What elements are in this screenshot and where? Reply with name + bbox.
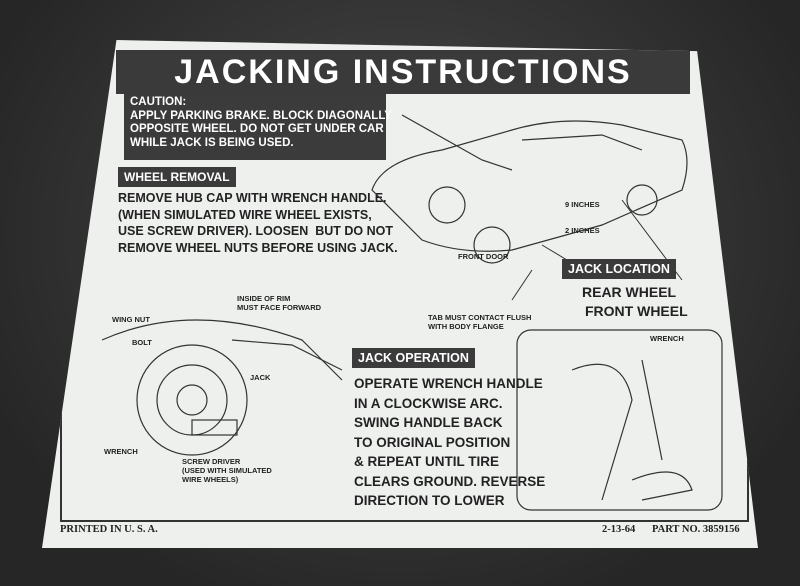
- wheel-illustration: [101, 319, 343, 456]
- label-tab: TAB MUST CONTACT FLUSH WITH BODY FLANGE: [428, 313, 532, 331]
- jack-location-front: FRONT WHEEL: [585, 303, 688, 319]
- jack-location-rear: REAR WHEEL: [582, 284, 677, 300]
- printed-in-usa: PRINTED IN U. S. A.: [60, 524, 158, 535]
- caution-heading: CAUTION:: [130, 96, 187, 108]
- jack-operation-heading: JACK OPERATION: [352, 348, 475, 368]
- label-wrench-jack: WRENCH: [650, 334, 684, 343]
- label-bolt: BOLT: [132, 338, 152, 347]
- wheel-removal-heading: WHEEL REMOVAL: [118, 167, 236, 187]
- jack-location-heading: JACK LOCATION: [562, 259, 676, 279]
- part-number: PART NO. 3859156: [652, 524, 740, 535]
- label-screw-driver: SCREW DRIVER (USED WITH SIMULATED WIRE W…: [182, 457, 272, 484]
- wheel-removal-text: REMOVE HUB CAP WITH WRENCH HANDLE. (WHEN…: [118, 191, 398, 255]
- print-date: 2-13-64: [602, 524, 636, 535]
- car-illustration: [371, 114, 688, 264]
- label-jack: JACK: [250, 373, 271, 382]
- label-wrench: WRENCH: [104, 447, 138, 456]
- label-2-inches: 2 INCHES: [565, 226, 600, 235]
- illustrations: [101, 114, 723, 511]
- title-banner: JACKING INSTRUCTIONS: [116, 50, 690, 94]
- caution-text: APPLY PARKING BRAKE. BLOCK DIAGONALLY OP…: [130, 109, 392, 149]
- label-wing-nut: WING NUT: [112, 315, 150, 324]
- label-rim: INSIDE OF RIM MUST FACE FORWARD: [237, 294, 322, 312]
- label-9-inches: 9 INCHES: [565, 200, 600, 209]
- jack-operation-text: OPERATE WRENCH HANDLE IN A CLOCKWISE ARC…: [354, 376, 546, 508]
- jack-illustration: [516, 329, 723, 511]
- caution-box: CAUTION: APPLY PARKING BRAKE. BLOCK DIAG…: [124, 94, 392, 160]
- label-front-door: FRONT DOOR: [458, 252, 509, 261]
- jacking-instructions-decal: JACKING INSTRUCTIONS CAUTION: APPLY PARK…: [42, 40, 758, 548]
